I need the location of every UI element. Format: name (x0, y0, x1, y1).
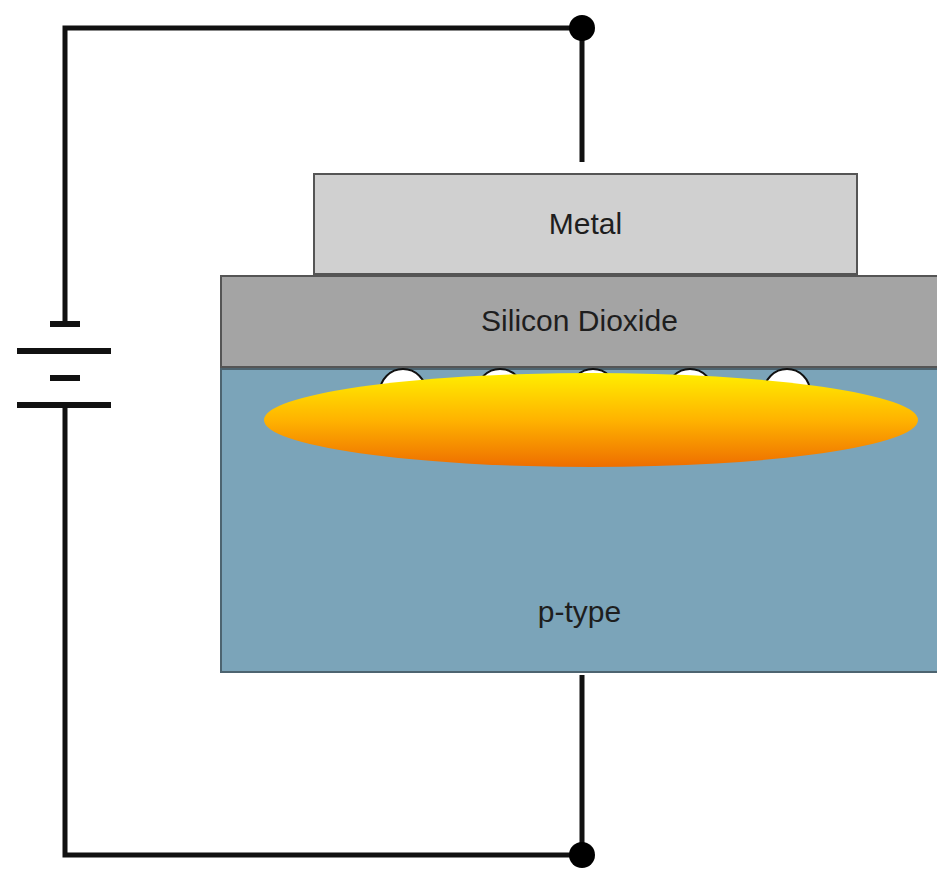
terminal-dot (569, 842, 595, 868)
layer-label: Silicon Dioxide (481, 304, 678, 339)
layer-label: p-type (538, 595, 621, 630)
layer-label: Metal (549, 207, 622, 242)
substrate-layer: p-type (220, 368, 937, 673)
battery-plate (17, 402, 111, 408)
battery-plate (50, 321, 80, 327)
battery-symbol (17, 324, 111, 405)
metal-layer: Metal (313, 173, 858, 275)
oxide-layer: Silicon Dioxide (220, 275, 937, 368)
battery-plate (50, 375, 80, 381)
battery-plate (17, 348, 111, 354)
terminal-dot (569, 15, 595, 41)
